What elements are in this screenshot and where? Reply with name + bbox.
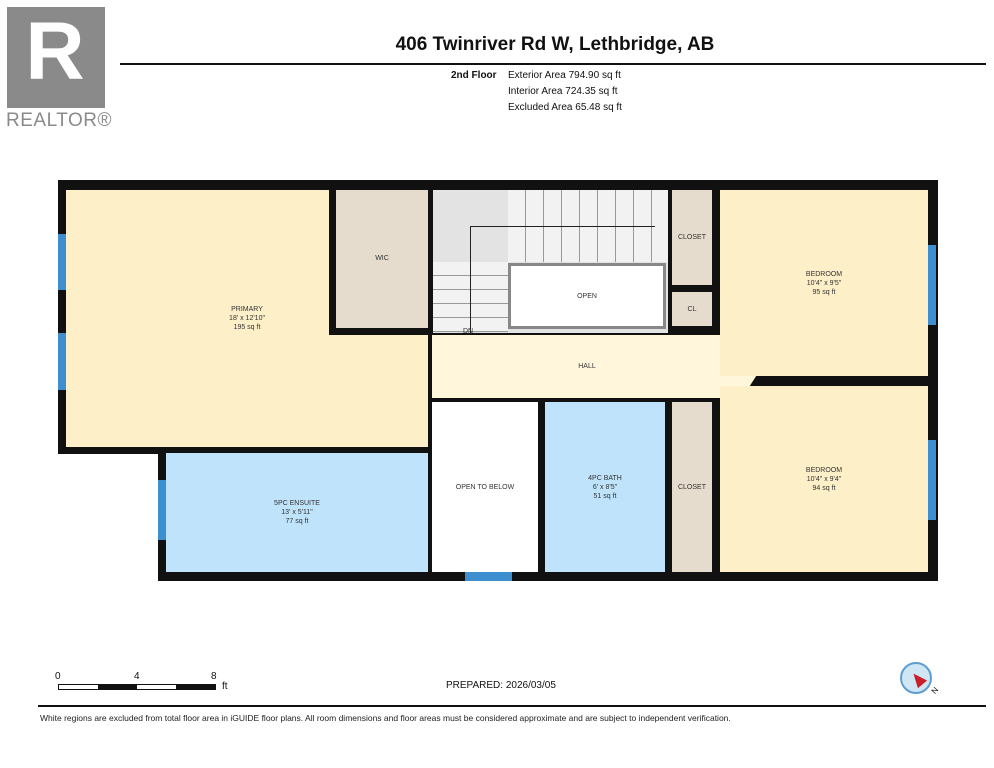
room-dims: 13' x 5'11" xyxy=(281,509,313,516)
room-area: 94 sq ft xyxy=(812,484,836,492)
prepared-date: PREPARED: 2026/03/05 xyxy=(446,680,556,691)
divider xyxy=(38,705,986,707)
window xyxy=(158,480,166,540)
scale-unit: ft xyxy=(222,681,228,692)
room-wic: WIC xyxy=(336,190,428,328)
room-name: CLOSET xyxy=(677,234,706,241)
room-open: OPEN xyxy=(508,263,666,329)
room-area: 77 sq ft xyxy=(285,518,309,525)
room-name: PRIMARY xyxy=(231,306,263,313)
window xyxy=(58,333,66,390)
room-area: 195 sq ft xyxy=(233,324,261,331)
room-dims: 10'4" x 9'4" xyxy=(806,475,842,483)
room-name: HALL xyxy=(578,363,596,370)
realtor-logo xyxy=(7,7,105,108)
floor-label: 2nd Floor xyxy=(451,70,497,81)
window xyxy=(58,234,66,290)
exterior-area: Exterior Area 794.90 sq ft xyxy=(508,70,621,81)
room-name: CL xyxy=(687,305,697,313)
room-name: BEDROOM xyxy=(805,466,843,474)
room-name: OPEN xyxy=(577,292,597,300)
scale-tick-4: 4 xyxy=(134,671,140,682)
room-name: OPEN TO BELOW xyxy=(455,483,515,491)
room-hall: HALL xyxy=(432,335,742,398)
room-bedroom-1: BEDROOM 10'4" x 9'5" 95 sq ft xyxy=(720,190,928,376)
room-closet-upper: CLOSET xyxy=(672,190,712,285)
window xyxy=(465,572,512,581)
room-name: CLOSET xyxy=(677,483,706,491)
room-area: 95 sq ft xyxy=(812,288,836,296)
room-dims: 10'4" x 9'5" xyxy=(806,279,842,287)
room-4pc-bath: 4PC BATH 6' x 8'5" 51 sq ft xyxy=(545,402,665,572)
scale-tick-0: 0 xyxy=(55,671,61,682)
excluded-area: Excluded Area 65.48 sq ft xyxy=(508,102,622,113)
room-dims: 6' x 8'5" xyxy=(592,483,618,491)
room-dims: 18' x 12'10" xyxy=(229,315,265,322)
window xyxy=(928,440,936,520)
disclaimer: White regions are excluded from total fl… xyxy=(40,713,731,723)
room-closet-lower: CLOSET xyxy=(672,402,712,572)
stair-arrow-line xyxy=(470,226,655,336)
divider xyxy=(120,63,986,65)
room-name: 4PC BATH xyxy=(588,474,622,482)
scale-tick-8: 8 xyxy=(211,671,217,682)
room-cl: CL xyxy=(672,292,712,326)
room-name: 5PC ENSUITE xyxy=(274,500,320,507)
room-name: WIC xyxy=(375,255,389,262)
room-open-to-below: OPEN TO BELOW xyxy=(432,402,538,572)
scale-bar xyxy=(58,684,216,690)
stairs-down-label: DN xyxy=(463,328,474,335)
realtor-logo-text: REALTOR® xyxy=(6,110,112,131)
page-title: 406 Twinriver Rd W, Lethbridge, AB xyxy=(395,34,715,55)
room-bedroom-2: BEDROOM 10'4" x 9'4" 94 sq ft xyxy=(720,386,928,572)
realtor-logo-letter: R xyxy=(25,6,85,97)
room-ensuite: 5PC ENSUITE 13' x 5'11" 77 sq ft xyxy=(166,453,428,572)
window xyxy=(928,245,936,325)
interior-area: Interior Area 724.35 sq ft xyxy=(508,86,618,97)
room-name: BEDROOM xyxy=(805,270,843,278)
room-area: 51 sq ft xyxy=(593,492,617,500)
compass-icon xyxy=(900,662,932,694)
